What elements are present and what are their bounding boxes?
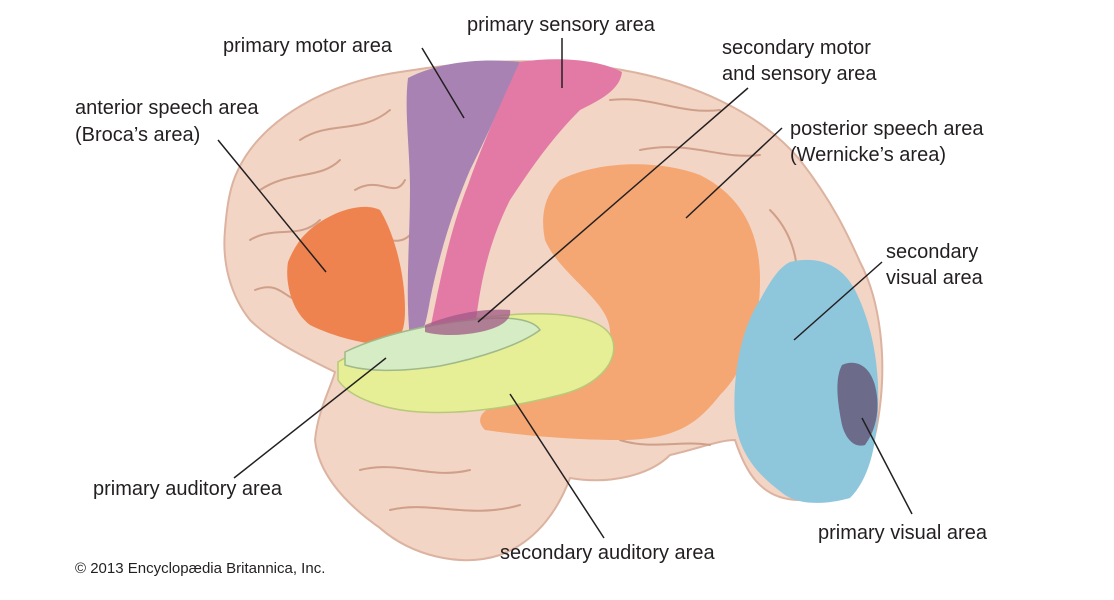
leader-lines [217,38,913,539]
leader-primary-auditory [233,357,387,479]
leader-broca [217,139,327,273]
leader-secondary-auditory [509,393,605,539]
brain-folds [249,98,798,512]
secondary-visual-region [734,259,879,503]
label-secondary-auditory-area: secondary auditory area [500,542,715,564]
leader-primary-motor [421,47,465,119]
secondary-motor-overlap [425,309,511,335]
label-secondary-motor-sensory-line2: and sensory area [722,63,877,85]
primary-visual-region [837,362,878,446]
leader-secondary-visual [793,261,883,341]
primary-sensory-region [430,59,622,331]
leader-secondary-motor [477,87,749,323]
label-anterior-speech-line2: (Broca’s area) [75,124,201,146]
broca-region [287,206,405,345]
label-secondary-visual-line2: visual area [886,267,983,289]
leader-primary-visual [861,417,913,515]
label-secondary-visual-line1: secondary [886,241,979,263]
label-posterior-speech-line2: (Wernicke’s area) [790,144,946,166]
label-secondary-motor-sensory-line1: secondary motor [722,37,871,59]
label-primary-motor-area: primary motor area [223,35,392,57]
label-primary-auditory-area: primary auditory area [93,478,282,500]
primary-motor-region [406,60,520,341]
leader-wernicke [685,127,783,219]
label-primary-sensory-area: primary sensory area [467,14,655,36]
label-posterior-speech-line1: posterior speech area [790,118,984,140]
wernicke-region [480,164,760,440]
label-anterior-speech-line1: anterior speech area [75,97,259,119]
label-primary-visual-area: primary visual area [818,522,987,544]
copyright-text: © 2013 Encyclopædia Britannica, Inc. [75,560,326,577]
